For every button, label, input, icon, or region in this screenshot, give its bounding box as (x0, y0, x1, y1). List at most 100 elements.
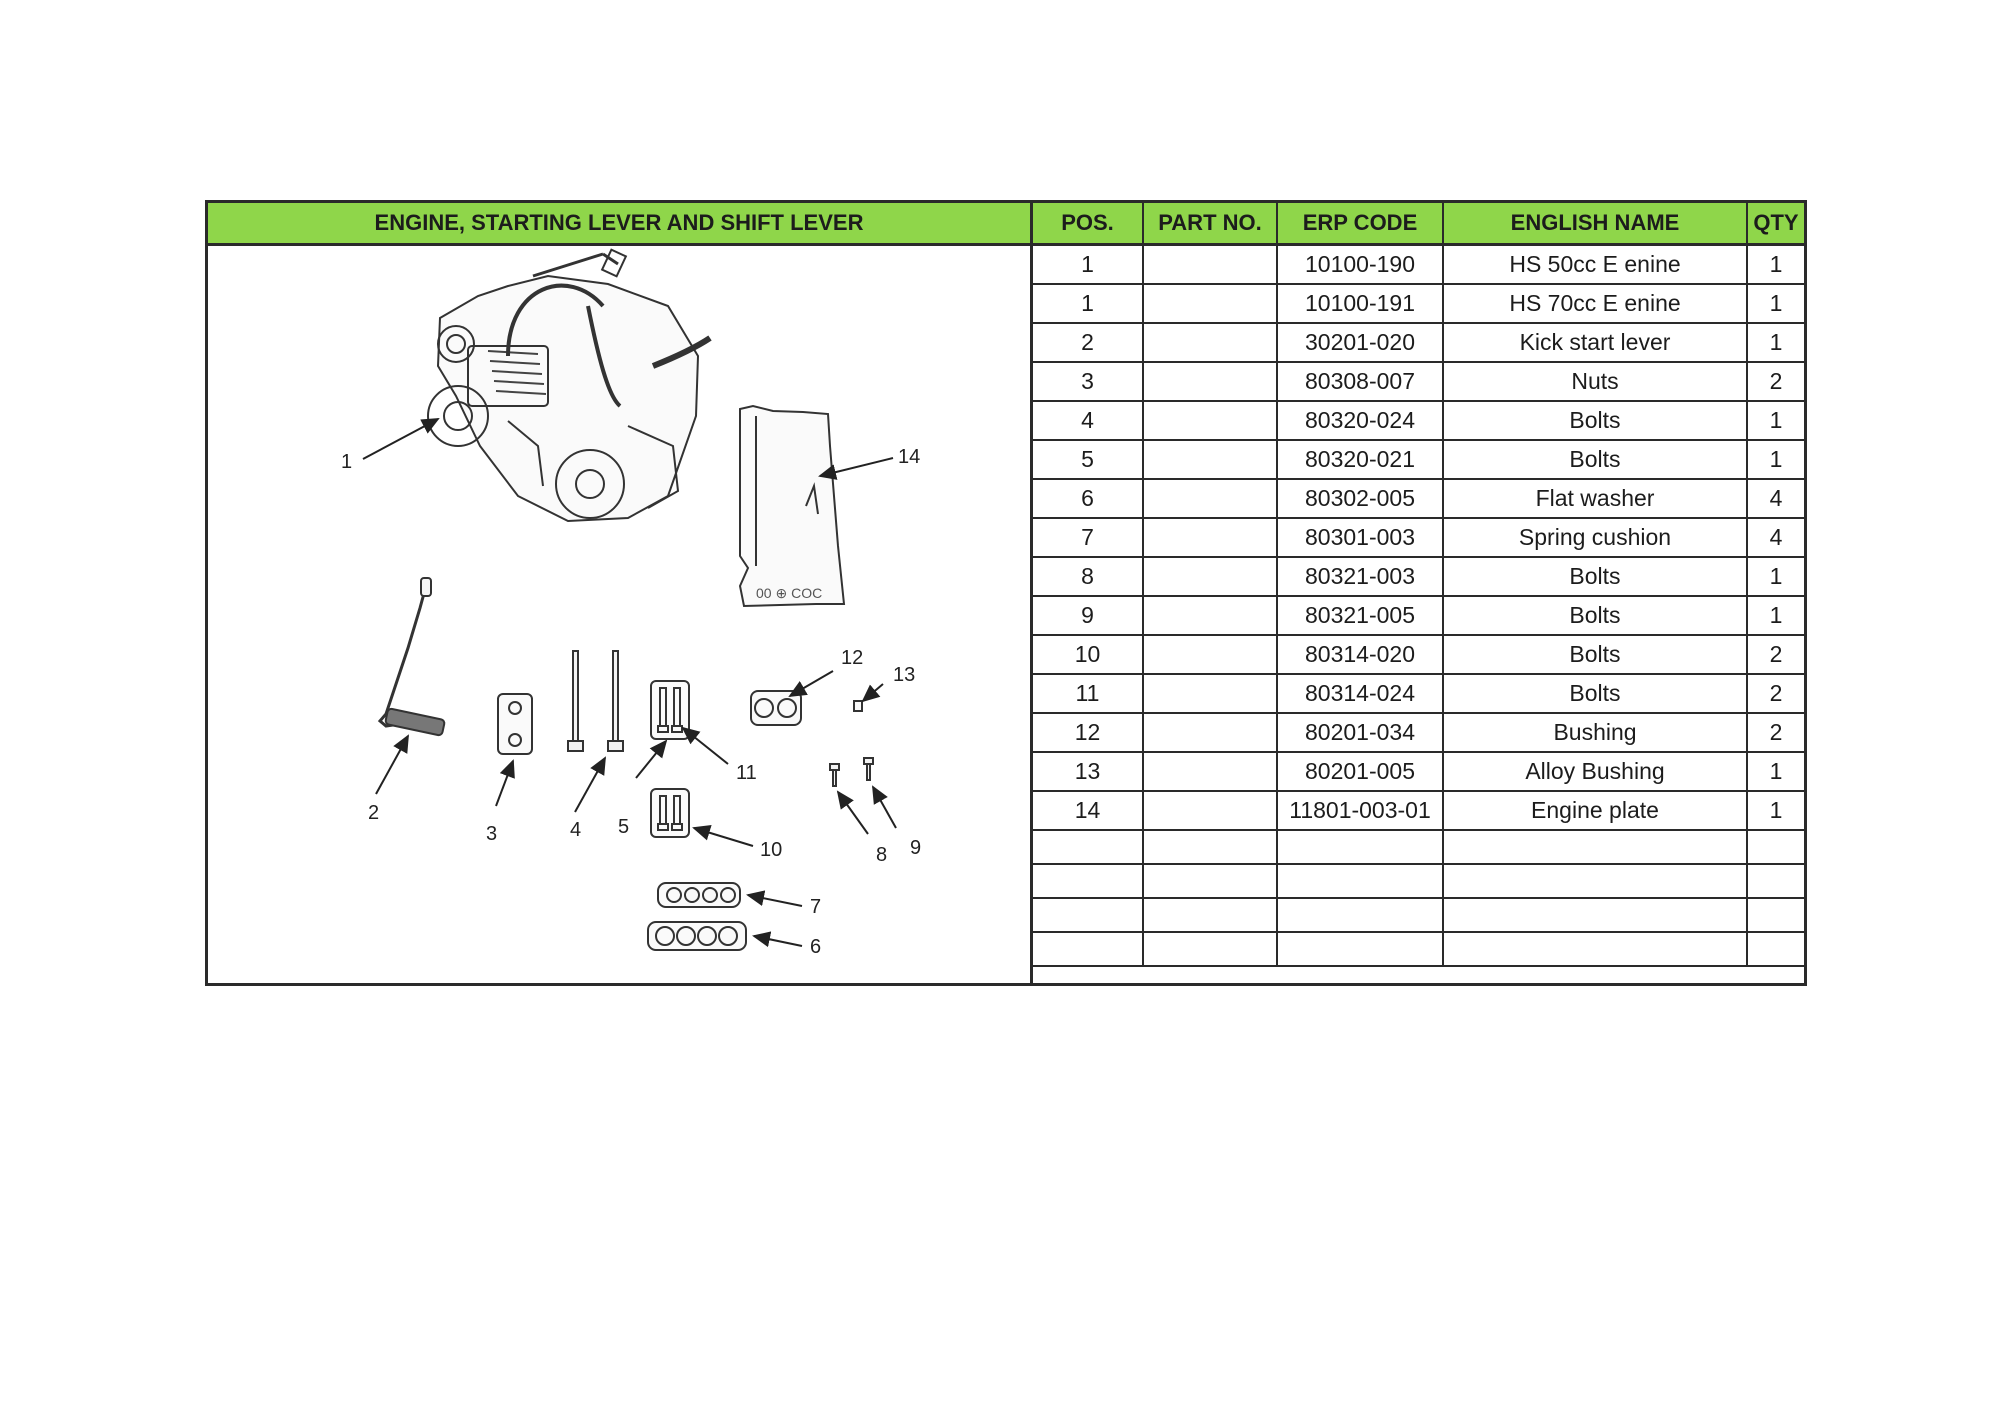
cell-pos: 9 (1033, 595, 1144, 636)
cell-part-no (1142, 751, 1278, 792)
cell-pos: 13 (1033, 751, 1144, 792)
cell-qty: 4 (1746, 478, 1804, 519)
long-bolt-icon (567, 650, 624, 752)
callout-9: 9 (910, 837, 921, 859)
svg-text:00 ⊕ COC: 00 ⊕ COC (756, 585, 822, 601)
cell-part-no (1142, 243, 1278, 285)
cell-pos: 8 (1033, 556, 1144, 597)
callout-1: 1 (341, 451, 352, 473)
empty-table-row (1033, 863, 1804, 899)
cell-qty: 4 (1746, 517, 1804, 558)
cell-qty: 2 (1746, 712, 1804, 753)
cell-erp-code: 80321-003 (1276, 556, 1444, 597)
callout-4: 4 (570, 819, 581, 841)
cell-erp-code: 10100-190 (1276, 243, 1444, 285)
callout-11: 11 (736, 762, 757, 784)
cell-english-name: HS 70cc E enine (1442, 283, 1748, 324)
cell-english-name: Bolts (1442, 439, 1748, 480)
cell-english-name: Bolts (1442, 634, 1748, 675)
section-title: ENGINE, STARTING LEVER AND SHIFT LEVER (208, 203, 1030, 246)
cell-qty: 1 (1746, 595, 1804, 636)
cell-english-name: Nuts (1442, 361, 1748, 402)
cell-part-no (1142, 439, 1278, 480)
cell-pos: 14 (1033, 790, 1144, 831)
bushing-pair-icon (750, 690, 802, 726)
cell-erp-code: 80320-024 (1276, 400, 1444, 441)
cell-erp-code: 80314-020 (1276, 634, 1444, 675)
cell-part-no (1142, 673, 1278, 714)
cell-qty: 2 (1746, 673, 1804, 714)
cell-qty: 1 (1746, 439, 1804, 480)
cell-qty: 1 (1746, 400, 1804, 441)
cell-pos: 10 (1033, 634, 1144, 675)
cell-erp-code: 80308-007 (1276, 361, 1444, 402)
empty-cell (1746, 863, 1804, 899)
empty-cell (1033, 863, 1144, 899)
empty-cell (1142, 897, 1278, 933)
empty-cell (1442, 829, 1748, 865)
cell-part-no (1142, 478, 1278, 519)
callout-7: 7 (810, 896, 821, 918)
cell-part-no (1142, 595, 1278, 636)
cell-erp-code: 11801-003-01 (1276, 790, 1444, 831)
cell-part-no (1142, 634, 1278, 675)
cell-english-name: Flat washer (1442, 478, 1748, 519)
cell-qty: 1 (1746, 790, 1804, 831)
empty-cell (1142, 863, 1278, 899)
kick-start-lever-icon (377, 577, 446, 737)
callout-2: 2 (368, 802, 379, 824)
small-bolt-icon (829, 757, 874, 787)
bolt-plate-icon (650, 788, 690, 838)
engine-plate-icon: 00 ⊕ COC (738, 404, 846, 608)
cell-part-no (1142, 712, 1278, 753)
cushion-strip-icon (657, 882, 741, 908)
cell-english-name: Spring cushion (1442, 517, 1748, 558)
nut-plate-icon (497, 693, 533, 755)
callout-6: 6 (810, 936, 821, 958)
cell-pos: 1 (1033, 283, 1144, 324)
empty-cell (1746, 897, 1804, 933)
cell-part-no (1142, 322, 1278, 363)
empty-cell (1442, 897, 1748, 933)
cell-erp-code: 30201-020 (1276, 322, 1444, 363)
cell-qty: 1 (1746, 556, 1804, 597)
empty-cell (1276, 829, 1444, 865)
callout-12: 12 (841, 647, 863, 669)
cell-pos: 4 (1033, 400, 1144, 441)
empty-cell (1442, 863, 1748, 899)
washer-strip-icon (647, 921, 747, 951)
cell-pos: 2 (1033, 322, 1144, 363)
callout-10: 10 (760, 839, 782, 861)
empty-cell (1142, 829, 1278, 865)
col-header-erp-code: ERP CODE (1276, 203, 1444, 246)
cell-part-no (1142, 790, 1278, 831)
empty-cell (1276, 931, 1444, 967)
cell-part-no (1142, 361, 1278, 402)
cell-pos: 5 (1033, 439, 1144, 480)
callout-3: 3 (486, 823, 497, 845)
cell-part-no (1142, 400, 1278, 441)
empty-cell (1276, 897, 1444, 933)
cell-qty: 1 (1746, 322, 1804, 363)
exploded-diagram: 1 00 ⊕ COC 14 2 (208, 246, 1030, 983)
cell-english-name: Bushing (1442, 712, 1748, 753)
empty-table-row (1033, 829, 1804, 865)
cell-erp-code: 80320-021 (1276, 439, 1444, 480)
alloy-bushing-icon (853, 700, 863, 712)
bolt-plate-icon (650, 680, 690, 740)
cell-erp-code: 80201-005 (1276, 751, 1444, 792)
engine-assembly-icon (427, 248, 712, 523)
empty-cell (1033, 897, 1144, 933)
col-header-english-name: ENGLISH NAME (1442, 203, 1748, 246)
